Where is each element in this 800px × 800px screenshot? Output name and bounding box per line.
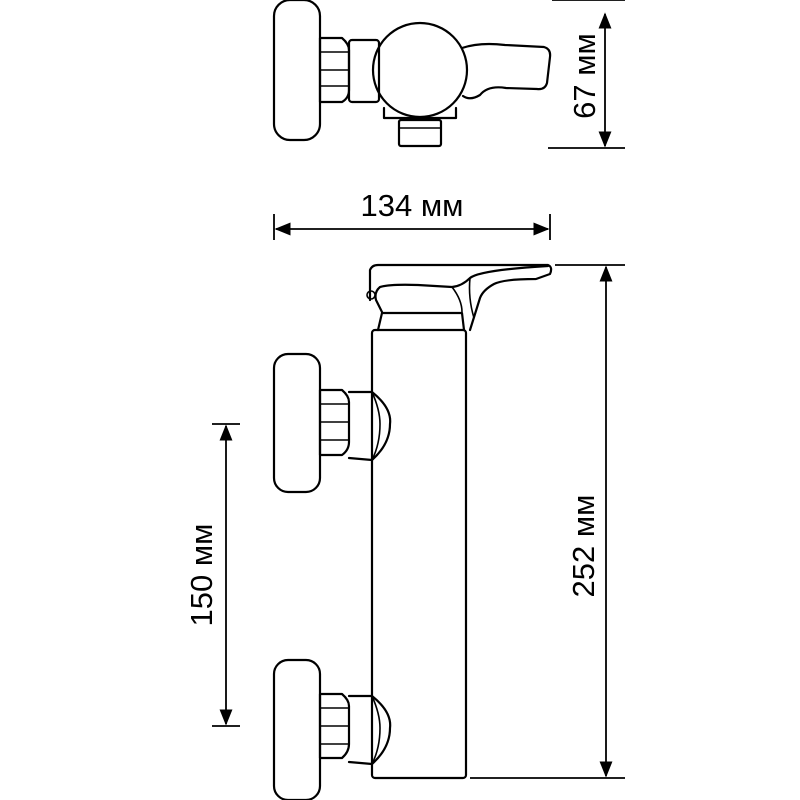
upper-wall-flange bbox=[272, 352, 322, 494]
top-view-outlet bbox=[382, 106, 458, 120]
top-view-connector bbox=[347, 38, 381, 104]
upper-connector bbox=[347, 390, 392, 462]
dimension-depth-label: 67 мм bbox=[567, 33, 602, 119]
dimension-spacing-label: 150 мм bbox=[184, 524, 219, 627]
upper-nut bbox=[318, 388, 351, 457]
lower-wall-flange bbox=[272, 658, 322, 800]
front-view bbox=[272, 263, 553, 800]
dimension-width-label: 134 мм bbox=[361, 188, 464, 223]
top-view bbox=[272, 0, 552, 148]
dimension-depth: 67 мм bbox=[548, 0, 625, 149]
dimension-width: 134 мм bbox=[273, 188, 551, 240]
top-view-outlet-thread bbox=[397, 118, 443, 148]
lever-front bbox=[374, 264, 550, 314]
top-view-wall-flange bbox=[272, 0, 322, 142]
mixer-body bbox=[370, 328, 468, 780]
top-view-body bbox=[371, 21, 469, 119]
cartridge-base bbox=[376, 311, 466, 332]
cartridge-housing bbox=[368, 263, 553, 332]
dimension-height-label: 252 мм bbox=[566, 495, 601, 598]
top-view-lever bbox=[460, 42, 552, 100]
dimension-spacing: 150 мм bbox=[184, 423, 240, 727]
lower-connector bbox=[347, 694, 392, 766]
dimension-height: 252 мм bbox=[470, 264, 625, 779]
